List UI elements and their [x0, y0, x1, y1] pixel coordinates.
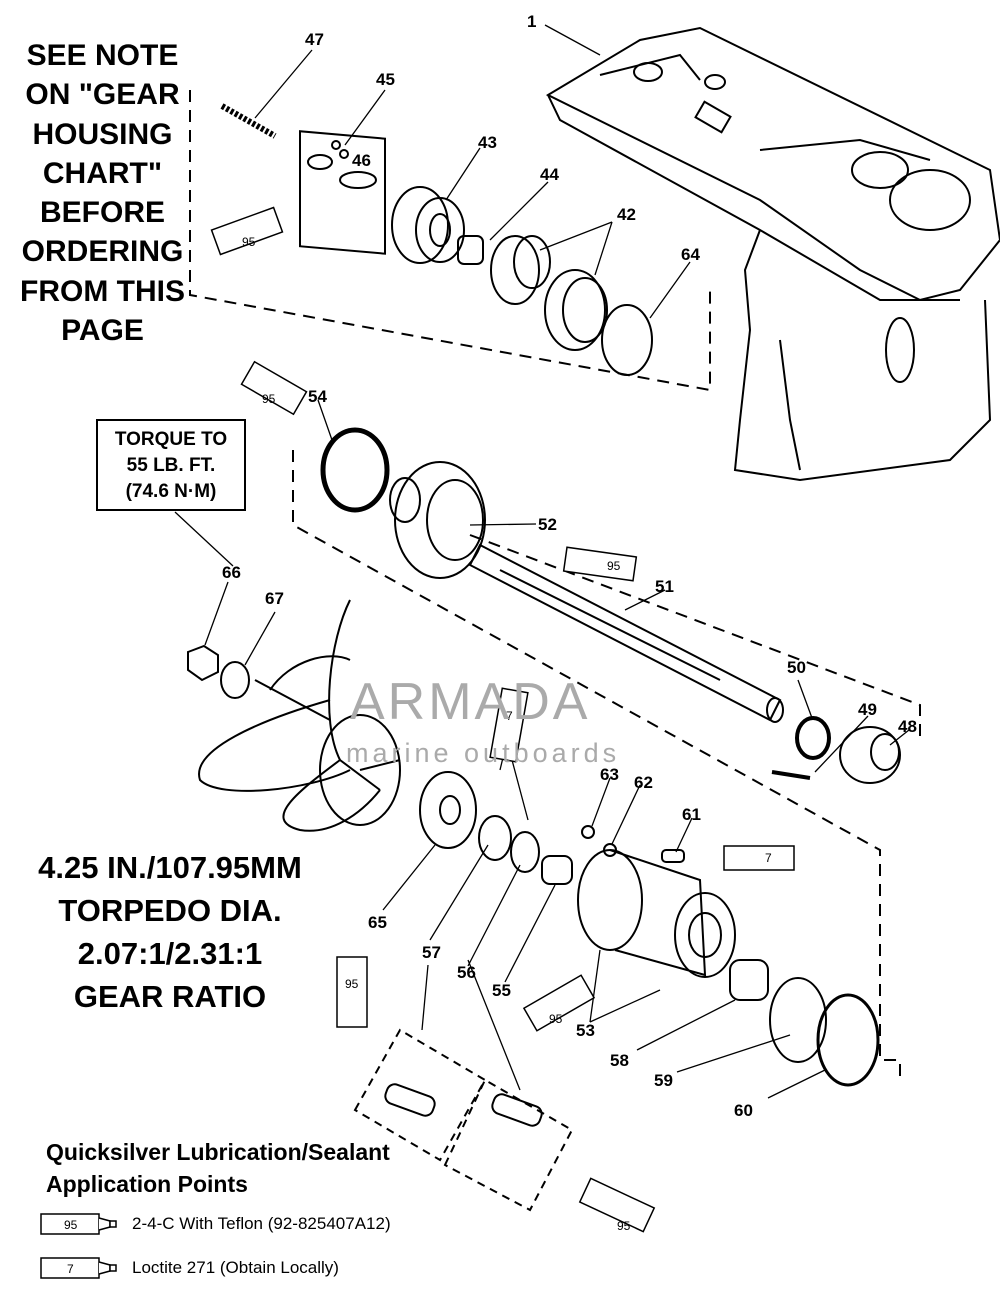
part-number-label: 57 [422, 943, 441, 962]
propeller [198, 599, 401, 832]
legend-title-line: Quicksilver Lubrication/Sealant [46, 1139, 390, 1165]
part-number-label: 1 [527, 12, 536, 31]
part-number-label: 51 [655, 577, 674, 596]
part-number-label: 64 [681, 245, 700, 264]
note-line: BEFORE [39, 196, 165, 230]
part-number-label: 63 [600, 765, 619, 784]
part-number-label: 58 [610, 1051, 629, 1070]
note-line: HOUSING [32, 117, 173, 151]
tube-label: 95 [262, 392, 276, 406]
part-number-label: 59 [654, 1071, 673, 1090]
note-line: FROM THIS [20, 274, 185, 308]
part-number-label: 42 [617, 205, 636, 224]
ordering-note: SEE NOTE ON "GEAR HOUSING CHART" BEFORE … [0, 36, 205, 350]
legend-tube-number: 95 [64, 1218, 78, 1232]
part-number-label: 62 [634, 773, 653, 792]
part-number-label: 67 [265, 589, 284, 608]
legend-title: Quicksilver Lubrication/Sealant Applicat… [46, 1136, 390, 1200]
note-line: PAGE [61, 314, 144, 348]
tube-label: 95 [242, 235, 256, 249]
legend-item-text: Loctite 271 (Obtain Locally) [132, 1258, 339, 1277]
watermark-tagline: marine outboards [346, 738, 621, 768]
spec-line: GEAR RATIO [73, 979, 267, 1014]
part-number-label: 56 [457, 963, 476, 982]
tube-label: 95 [549, 1012, 563, 1026]
tube-label: 7 [765, 851, 772, 865]
sealant-tube-icon: 7 [40, 1257, 117, 1279]
spec-line: TORPEDO DIA. [58, 893, 282, 928]
part-number-label: 60 [734, 1101, 753, 1120]
part-number-label: 61 [682, 805, 701, 824]
part-number-label: 45 [376, 70, 395, 89]
grease-tube-icon: 95 [40, 1213, 117, 1235]
part-number-label: 52 [538, 515, 557, 534]
part-number-label: 49 [858, 700, 877, 719]
legend-title-line: Application Points [46, 1171, 248, 1197]
part-labels: 1 47 45 46 43 44 42 64 54 52 51 50 49 48 66 67 63 62 61 65 5… [222, 12, 917, 1120]
watermark-brand: ARMADA [350, 673, 591, 731]
tube-label: 95 [607, 559, 621, 573]
torque-line: TORQUE TO [114, 429, 228, 450]
note-line: ORDERING [21, 235, 184, 269]
note-line: SEE NOTE [26, 39, 179, 72]
legend-item-text: 2-4-C With Teflon (92-825407A12) [132, 1214, 391, 1233]
note-line: CHART" [42, 156, 163, 190]
torque-line: 55 LB. FT. [126, 455, 216, 476]
gear-housing [545, 26, 1000, 482]
part-number-label: 54 [308, 387, 327, 406]
torque-line: (74.6 N·M) [125, 481, 217, 502]
bearing-carrier [577, 849, 736, 978]
part-number-label: 65 [368, 913, 387, 932]
tube-label: 7 [506, 709, 513, 723]
part-number-label: 43 [478, 133, 497, 152]
part-number-label: 47 [305, 30, 324, 49]
spec-line: 4.25 IN./107.95MM [38, 850, 302, 885]
part-number-label: 44 [540, 165, 559, 184]
part-number-label: 50 [787, 658, 806, 677]
part-number-label: 66 [222, 563, 241, 582]
part-number-label: 53 [576, 1021, 595, 1040]
spec-line: 2.07:1/2.31:1 [77, 936, 263, 971]
tube-label: 95 [617, 1219, 631, 1233]
part-number-label: 55 [492, 981, 511, 1000]
tube-label: 95 [345, 977, 359, 991]
spec-block: 4.25 IN./107.95MM TORPEDO DIA. 2.07:1/2.… [20, 846, 320, 1018]
torque-callout: TORQUE TO 55 LB. FT. (74.6 N·M) [96, 419, 246, 511]
part-number-label: 48 [898, 717, 917, 736]
note-line: ON "GEAR [25, 78, 180, 112]
part-number-label: 46 [352, 151, 371, 170]
legend-tube-number: 7 [67, 1262, 74, 1276]
